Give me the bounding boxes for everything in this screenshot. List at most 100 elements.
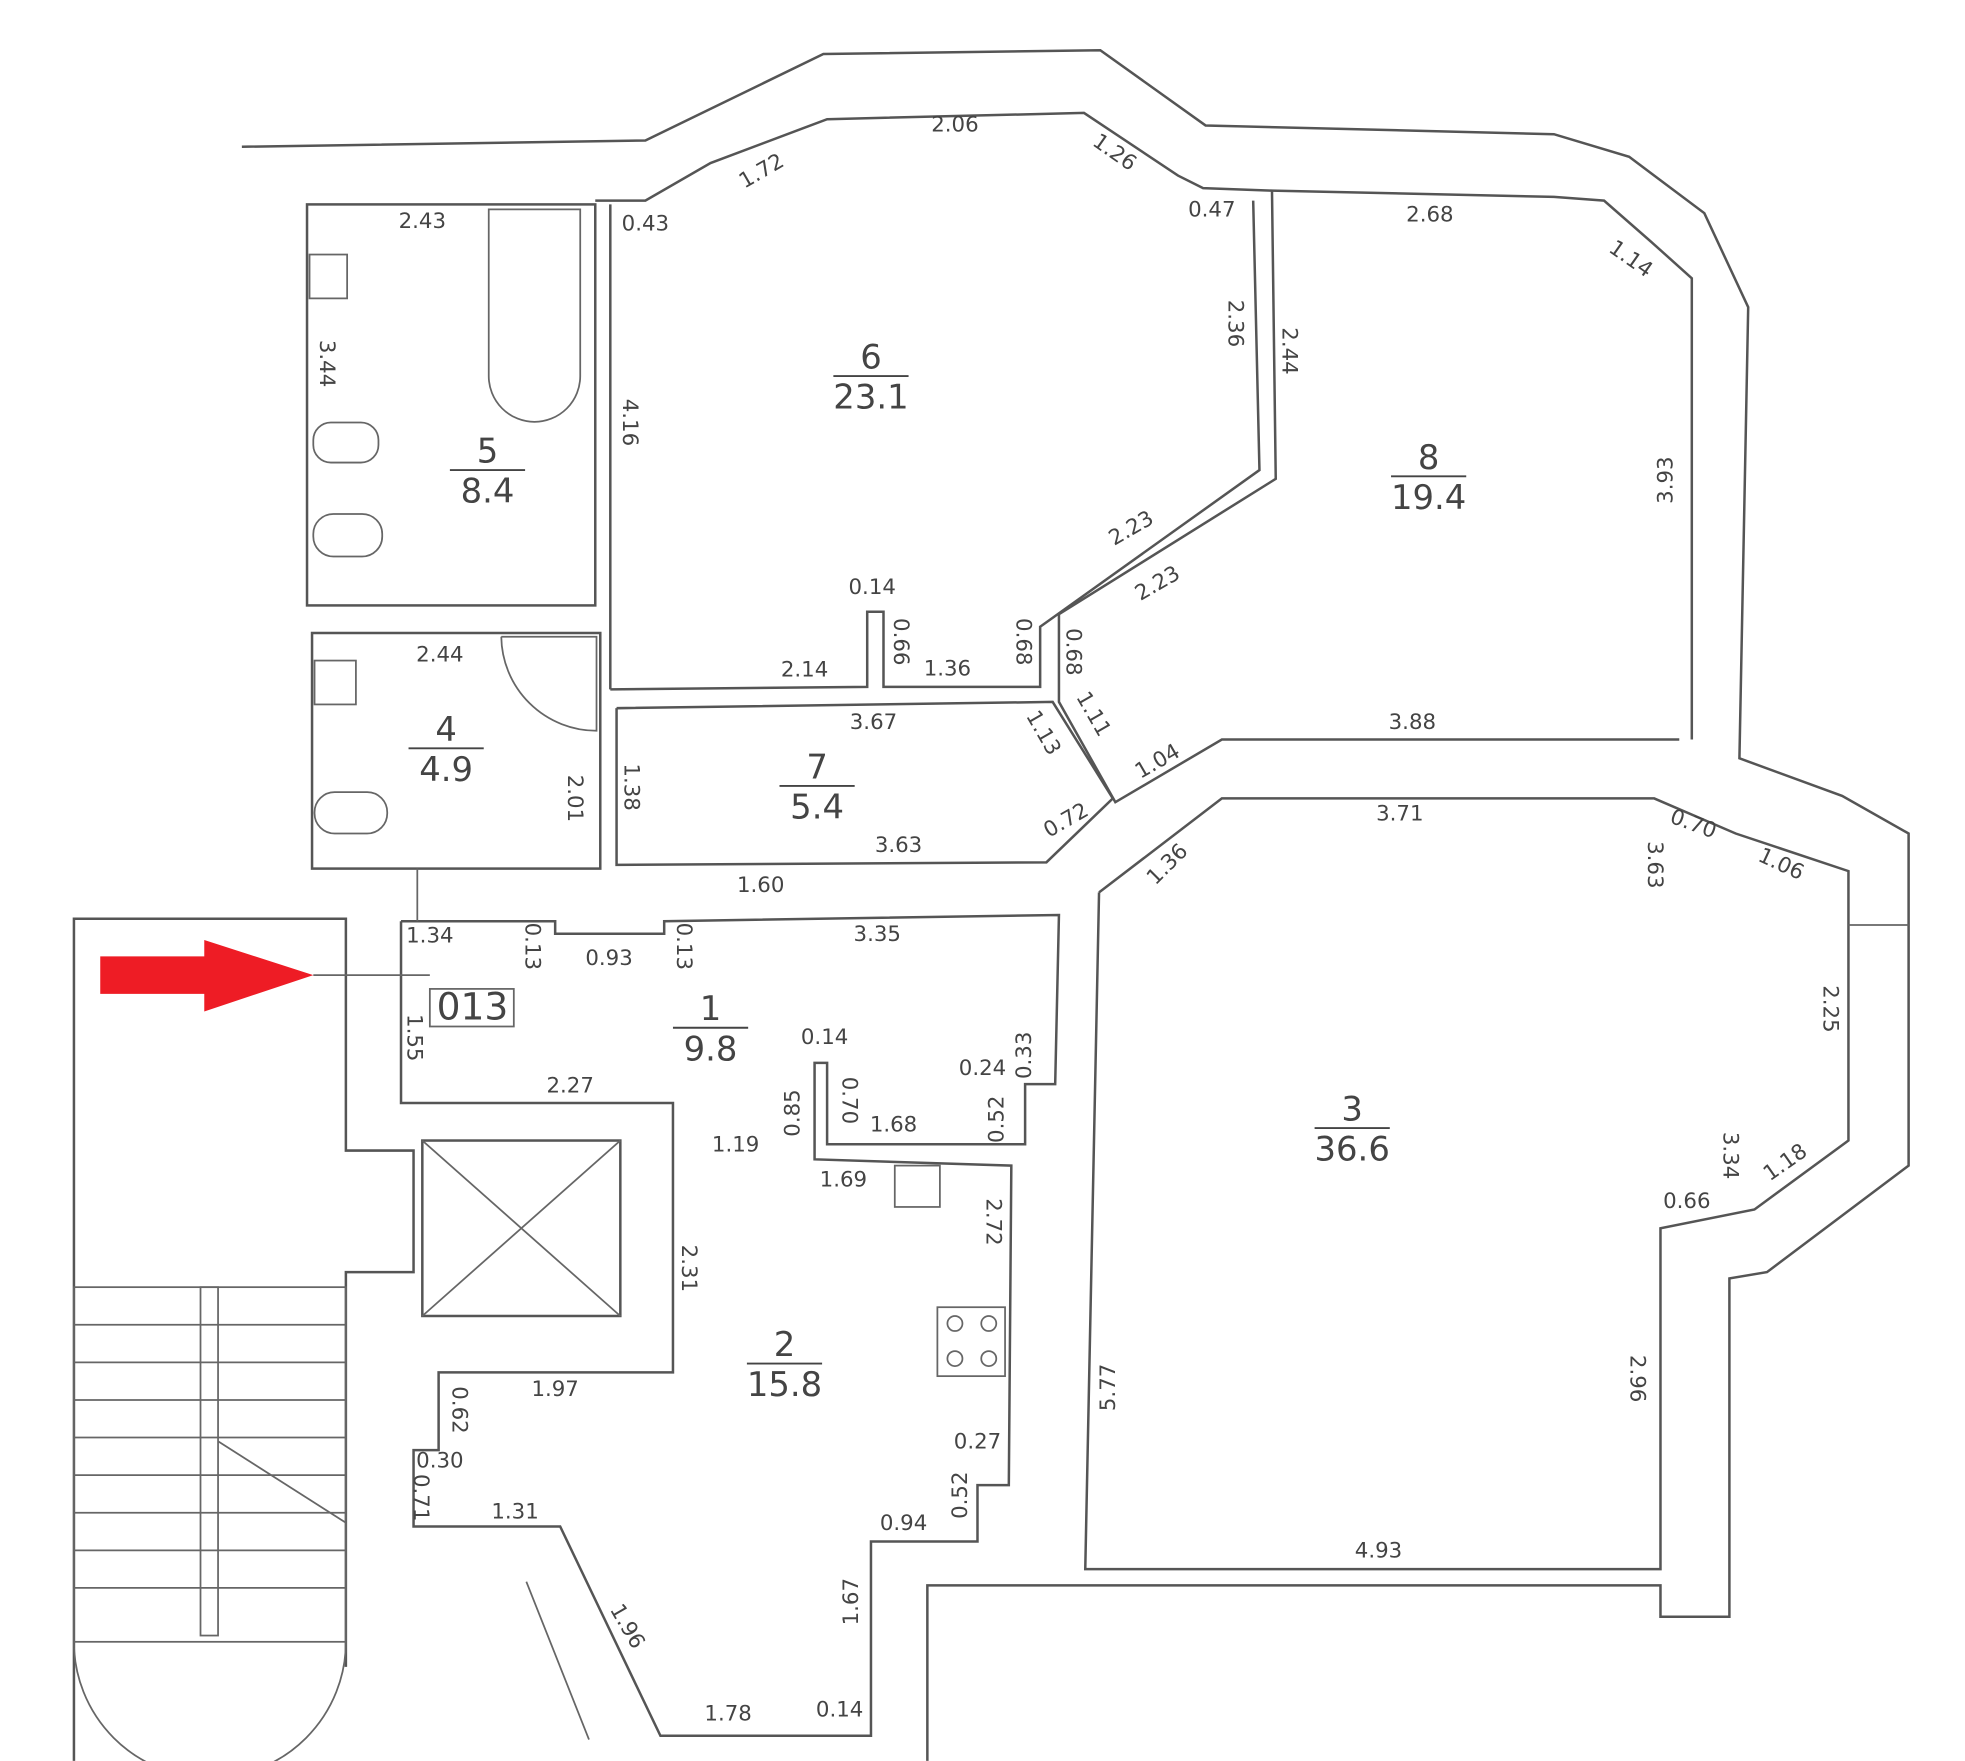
dimension-label: 2.27	[546, 1074, 593, 1099]
dimension-label: 2.06	[931, 112, 978, 137]
room-number: 6	[860, 338, 882, 377]
dimension-label: 0.30	[416, 1448, 463, 1473]
dimension-label: 3.71	[1376, 802, 1423, 827]
dimension-label: 0.72	[1039, 798, 1093, 843]
dimension-label: 3.88	[1389, 710, 1436, 735]
dimension-label: 1.14	[1604, 235, 1657, 283]
dimension-label: 0.47	[1188, 198, 1235, 223]
dimension-label: 0.33	[1012, 1032, 1037, 1079]
dimension-label: 2.44	[1276, 327, 1301, 374]
room-area: 23.1	[833, 378, 908, 417]
room-labels: 623.1 819.4 58.4 44.9 75.4 19.8 336.6 215.8	[408, 338, 1466, 1404]
dimension-label: 1.34	[406, 923, 453, 948]
staircase	[73, 1286, 347, 1761]
dimension-label: 0.70	[836, 1077, 861, 1124]
dimension-label: 2.25	[1818, 985, 1843, 1032]
dimension-label: 0.14	[801, 1025, 848, 1050]
dimension-label: 0.52	[985, 1096, 1010, 1143]
dimension-label: 0.43	[622, 211, 669, 236]
dimension-label: 0.13	[519, 923, 544, 970]
dimension-label: 2.01	[562, 775, 587, 822]
dimension-label: 4.93	[1355, 1539, 1402, 1564]
dimension-label: 0.66	[888, 618, 913, 665]
room-number: 5	[477, 432, 499, 471]
room-number: 2	[774, 1325, 796, 1364]
room-6: 623.1	[833, 338, 908, 417]
dimension-label: 0.85	[780, 1089, 805, 1136]
dimension-label: 1.97	[531, 1377, 578, 1402]
dimension-label: 1.55	[402, 1014, 427, 1061]
dimension-label: 3.63	[1642, 841, 1667, 888]
room-area: 5.4	[790, 787, 844, 826]
dimension-label: 2.43	[399, 209, 446, 234]
room-8: 819.4	[1391, 438, 1466, 517]
dimension-label: 1.18	[1759, 1139, 1812, 1187]
room-area: 9.8	[684, 1029, 738, 1068]
dimension-label: 1.68	[870, 1112, 917, 1137]
room-number: 3	[1341, 1089, 1363, 1128]
dimension-label: 2.44	[416, 643, 463, 668]
room-number: 4	[435, 710, 457, 749]
apartment-number: 013	[437, 984, 509, 1028]
room-area: 19.4	[1391, 478, 1466, 517]
dimension-label: 3.63	[875, 833, 922, 858]
dimension-label: 3.93	[1654, 456, 1679, 503]
dimension-label: 0.24	[959, 1056, 1006, 1081]
dimension-label: 3.34	[1717, 1132, 1742, 1179]
room-number: 8	[1418, 438, 1440, 477]
dimension-label: 2.23	[1105, 506, 1159, 551]
dimension-label: 0.68	[1011, 618, 1036, 665]
dimension-label: 0.14	[849, 575, 896, 600]
dimension-label: 0.14	[816, 1698, 863, 1723]
dimension-label: 0.71	[408, 1474, 433, 1521]
dimension-label: 0.62	[447, 1386, 472, 1433]
dimension-label: 0.94	[880, 1511, 927, 1536]
dimension-label: 2.23	[1131, 561, 1185, 606]
dimension-label: 1.69	[820, 1168, 867, 1193]
room-1: 19.8	[672, 989, 749, 1068]
room-3: 336.6	[1315, 1089, 1390, 1168]
dimension-label: 0.27	[954, 1430, 1001, 1455]
dimension-label: 2.14	[781, 658, 828, 683]
dimension-label: 1.96	[604, 1600, 649, 1654]
dimension-label: 0.70	[1667, 804, 1720, 844]
dimension-label: 1.06	[1754, 843, 1808, 886]
dimension-label: 0.13	[671, 923, 696, 970]
room-area: 4.9	[419, 750, 473, 789]
apartment-tag: 013	[428, 984, 515, 1028]
entrance-arrow	[100, 940, 314, 1012]
room-area: 8.4	[461, 472, 515, 511]
dimension-label: 1.60	[737, 873, 784, 898]
dimension-label: 3.35	[854, 922, 901, 947]
dimension-label: 1.67	[839, 1578, 864, 1625]
dimension-label: 2.68	[1406, 203, 1453, 228]
dimension-label: 1.31	[491, 1500, 538, 1525]
dimension-label: 2.31	[676, 1245, 701, 1292]
dimension-label: 1.38	[618, 763, 643, 810]
fixtures	[308, 253, 1006, 1378]
walls	[72, 49, 1910, 1761]
room-7: 75.4	[779, 747, 855, 826]
dimension-label: 5.77	[1096, 1364, 1121, 1411]
dimension-label: 4.16	[617, 399, 642, 446]
dimension-label: 1.78	[704, 1701, 751, 1726]
dimension-label: 0.66	[1663, 1189, 1710, 1214]
dimension-label: 0.68	[1061, 628, 1086, 675]
room-number: 7	[806, 747, 828, 786]
dimension-label: 2.96	[1625, 1355, 1650, 1402]
room-number: 1	[700, 989, 722, 1028]
dimension-label: 0.52	[948, 1471, 973, 1518]
room-area: 15.8	[747, 1365, 822, 1404]
room-4: 44.9	[408, 710, 484, 789]
room-area: 36.6	[1315, 1130, 1390, 1169]
dimension-label: 1.26	[1088, 129, 1141, 177]
room-2: 215.8	[747, 1325, 822, 1404]
room-5: 58.4	[449, 432, 526, 511]
dimension-label: 1.19	[712, 1133, 759, 1158]
dimension-label: 2.72	[981, 1198, 1006, 1245]
dimension-label: 2.36	[1222, 300, 1247, 347]
dimension-label: 1.36	[1142, 839, 1193, 890]
dimension-label: 3.44	[314, 340, 339, 387]
